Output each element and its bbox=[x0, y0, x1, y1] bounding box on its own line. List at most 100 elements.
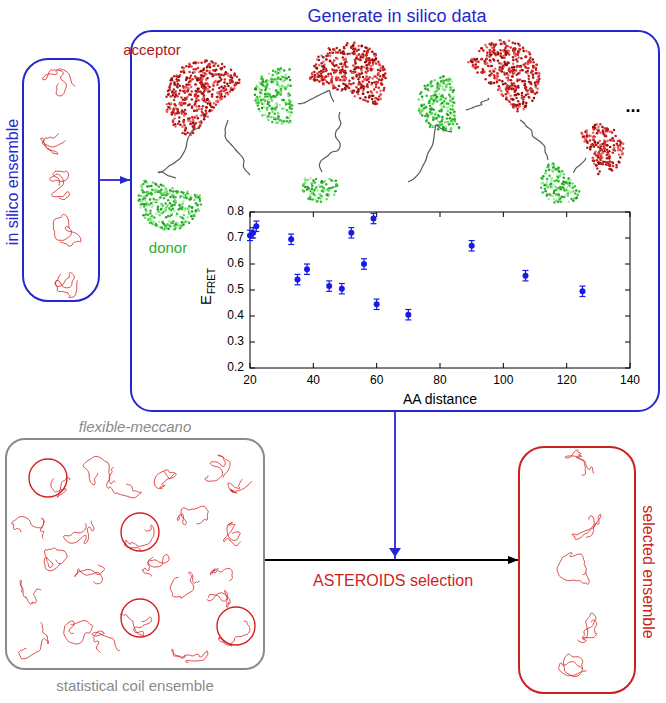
cloud-dot bbox=[171, 78, 174, 81]
cloud-dot bbox=[158, 186, 161, 189]
cloud-dot bbox=[219, 93, 222, 96]
cloud-dot bbox=[511, 75, 514, 78]
cloud-dot bbox=[172, 194, 175, 197]
cloud-dot bbox=[262, 113, 265, 116]
cloud-dot bbox=[368, 76, 371, 79]
cloud-dot bbox=[179, 85, 182, 88]
cloud-dot bbox=[484, 78, 487, 81]
cloud-dot bbox=[259, 110, 262, 113]
cloud-dot bbox=[493, 70, 496, 73]
cloud-dot bbox=[326, 81, 329, 84]
cloud-dot bbox=[160, 184, 163, 187]
cloud-dot bbox=[173, 204, 176, 207]
cloud-dot bbox=[181, 203, 184, 206]
cloud-dot bbox=[183, 196, 186, 199]
cloud-dot bbox=[522, 108, 525, 111]
cloud-dot bbox=[265, 93, 268, 96]
cloud-dot bbox=[341, 88, 344, 91]
cloud-dot bbox=[528, 96, 531, 99]
cloud-dot bbox=[339, 72, 342, 75]
cloud-dot bbox=[214, 74, 217, 77]
cloud-dot bbox=[425, 120, 428, 123]
cloud-dot bbox=[309, 77, 312, 80]
cloud-dot bbox=[313, 65, 316, 68]
cloud-dot bbox=[326, 193, 329, 196]
cloud-dot bbox=[515, 69, 518, 72]
cloud-dot bbox=[169, 192, 172, 195]
cloud-dot bbox=[214, 80, 217, 83]
cloud-dot bbox=[450, 89, 453, 92]
cloud-dot bbox=[316, 79, 319, 82]
cloud-dot bbox=[378, 63, 381, 66]
cloud-dot bbox=[273, 108, 276, 111]
cloud-dot bbox=[511, 75, 514, 78]
cloud-dot bbox=[223, 65, 226, 68]
cloud-dot bbox=[283, 120, 286, 123]
cloud-dot bbox=[360, 56, 363, 59]
cloud-dot bbox=[213, 102, 216, 105]
cloud-dot bbox=[369, 68, 372, 71]
cloud-dot bbox=[195, 90, 198, 93]
cloud-dot bbox=[318, 64, 321, 67]
cloud-dot bbox=[506, 61, 509, 64]
cloud-dot bbox=[149, 221, 152, 224]
cloud-dot bbox=[359, 59, 362, 62]
cloud-dot bbox=[309, 196, 312, 199]
cloud-dot bbox=[310, 183, 313, 186]
cloud-dot bbox=[442, 96, 445, 99]
cloud-dot bbox=[222, 90, 225, 93]
cloud-dot bbox=[447, 121, 450, 124]
cloud-dot bbox=[277, 72, 280, 75]
cloud-dot bbox=[166, 103, 169, 106]
cloud-dot bbox=[259, 92, 262, 95]
cloud-dot bbox=[218, 73, 221, 76]
cloud-dot bbox=[368, 61, 371, 64]
cloud-dot bbox=[223, 89, 226, 92]
cloud-dot bbox=[271, 108, 274, 111]
cloud-dot bbox=[354, 47, 357, 50]
cloud-dot bbox=[188, 71, 191, 74]
cloud-dot bbox=[304, 177, 307, 180]
cloud-dot bbox=[270, 78, 273, 81]
cloud-dot bbox=[337, 66, 340, 69]
cloud-dot bbox=[330, 51, 333, 54]
cloud-dot bbox=[432, 125, 435, 128]
cloud-dot bbox=[365, 54, 368, 57]
cloud-dot bbox=[523, 63, 526, 66]
cloud-dot bbox=[215, 100, 218, 103]
cloud-dot bbox=[150, 185, 153, 188]
cloud-dot bbox=[361, 53, 364, 56]
cloud-dot bbox=[152, 201, 155, 204]
cloud-dot bbox=[535, 72, 538, 75]
cloud-dot bbox=[325, 194, 328, 197]
cloud-dot bbox=[377, 69, 380, 72]
cloud-dot bbox=[201, 98, 204, 101]
cloud-dot bbox=[168, 220, 171, 223]
cloud-dot bbox=[275, 122, 278, 125]
cloud-dot bbox=[259, 95, 262, 98]
cloud-dot bbox=[321, 75, 324, 78]
cloud-dot bbox=[354, 95, 357, 98]
cloud-dot bbox=[505, 89, 508, 92]
cloud-dot bbox=[206, 69, 209, 72]
cloud-dot bbox=[270, 78, 273, 81]
cloud-dot bbox=[322, 187, 325, 190]
cloud-dot bbox=[169, 189, 172, 192]
cloud-dot bbox=[316, 200, 319, 203]
cloud-dot bbox=[279, 104, 282, 107]
cloud-dot bbox=[537, 83, 540, 86]
cloud-dot bbox=[485, 57, 488, 60]
cloud-dot bbox=[501, 94, 504, 97]
cloud-dot bbox=[205, 106, 208, 109]
cloud-dot bbox=[281, 80, 284, 83]
cloud-dot bbox=[320, 196, 323, 199]
cloud-dot bbox=[421, 98, 424, 101]
cloud-dot bbox=[208, 90, 211, 93]
cloud-dot bbox=[283, 86, 286, 89]
cloud-dot bbox=[365, 60, 368, 63]
cloud-dot bbox=[374, 54, 377, 57]
cloud-dot bbox=[352, 76, 355, 79]
cloud-dot bbox=[175, 196, 178, 199]
cloud-dot bbox=[224, 85, 227, 88]
cloud-dot bbox=[233, 74, 236, 77]
